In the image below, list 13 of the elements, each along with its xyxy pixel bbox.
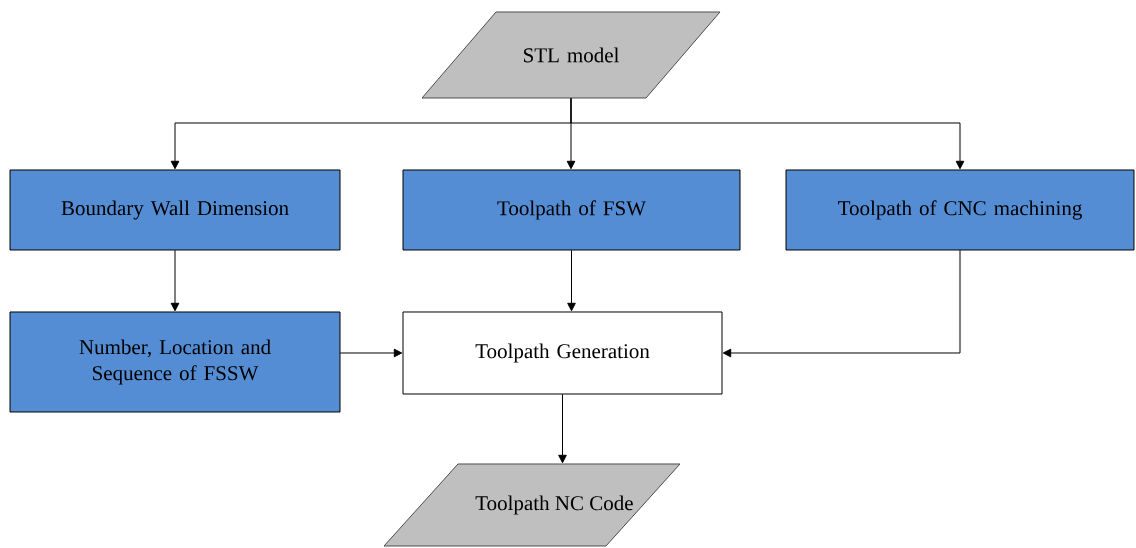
process-box: Toolpath of CNC machining xyxy=(785,169,1135,251)
data-parallelogram: Toolpath NC Code xyxy=(383,463,681,547)
arrow xyxy=(339,348,403,358)
arrow xyxy=(570,97,965,170)
arrow xyxy=(558,393,567,464)
process-box: Toolpath Generation xyxy=(402,311,723,395)
arrow xyxy=(722,249,961,358)
process-box: Boundary Wall Dimension xyxy=(9,169,341,251)
arrow xyxy=(567,249,576,312)
data-parallelogram: STL model xyxy=(421,11,721,99)
process-box: Toolpath of FSW xyxy=(402,169,741,251)
arrow xyxy=(170,249,180,312)
process-box: Number, Location and Sequence of FSSW xyxy=(9,311,341,413)
